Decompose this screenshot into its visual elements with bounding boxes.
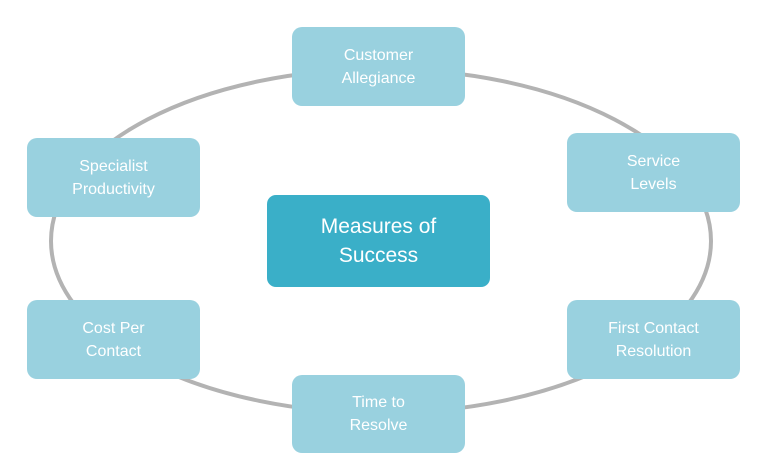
node-label: Service Levels: [626, 152, 681, 193]
node-label: Time to Resolve: [349, 394, 408, 434]
center-node-measures-of-success: Measures of Success: [267, 195, 490, 287]
center-node-label: Measures of Success: [320, 215, 437, 267]
node-label: Cost Per Contact: [82, 319, 145, 360]
node-time-to-resolve: Time to Resolve: [292, 375, 465, 453]
node-specialist-productivity: Specialist Productivity: [27, 138, 200, 217]
node-label: Specialist Productivity: [72, 157, 155, 198]
node-label: First Contact Resolution: [608, 319, 699, 360]
node-first-contact-resolution: First Contact Resolution: [567, 300, 740, 379]
node-cost-per-contact: Cost Per Contact: [27, 300, 200, 379]
node-customer-allegiance: Customer Allegiance: [292, 27, 465, 106]
node-label: Customer Allegiance: [341, 46, 416, 87]
node-service-levels: Service Levels: [567, 133, 740, 212]
